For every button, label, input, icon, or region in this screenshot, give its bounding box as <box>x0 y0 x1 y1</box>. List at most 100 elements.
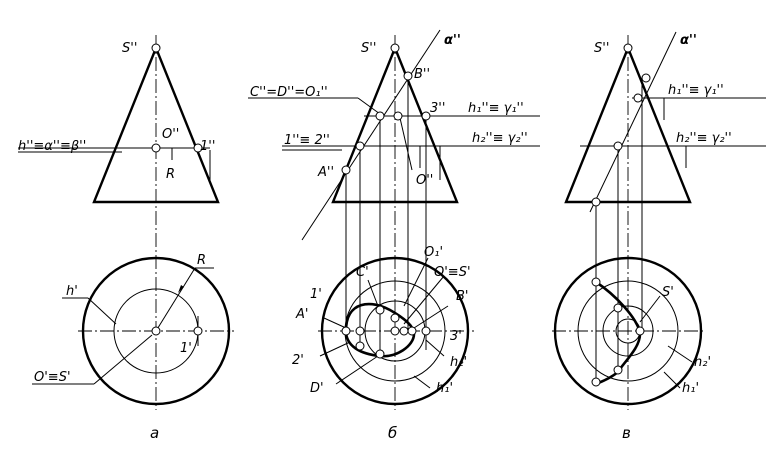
point-b2 <box>403 71 413 81</box>
label-h2g2: h₂''≡ γ₂'' <box>676 131 732 146</box>
2-leader <box>319 341 351 357</box>
label-o2: O'' <box>416 173 433 188</box>
point-1 <box>591 277 601 287</box>
point-1-top <box>193 326 203 336</box>
o2-leader <box>399 117 413 171</box>
point-5 <box>591 377 601 387</box>
b-leader <box>413 305 449 329</box>
cone-front-view <box>564 44 692 204</box>
view-a: S'' O'' 1'' h''≡α''≡β'' R R h' 1' O'≡S' … <box>18 35 234 442</box>
label-c1: C' <box>356 265 369 280</box>
point-4 <box>613 365 623 375</box>
h2-leader <box>425 339 445 357</box>
label-s1: S' <box>662 285 674 300</box>
c-leader <box>367 279 379 307</box>
label-1-1: 1' <box>310 287 322 302</box>
point-os1 <box>390 326 400 336</box>
point-base <box>591 197 601 207</box>
point-1-2 <box>355 141 365 151</box>
h2-leader <box>667 345 693 363</box>
caption-a: a <box>150 424 159 442</box>
point-top <box>641 73 651 83</box>
h1-leader <box>413 375 431 389</box>
label-h1g1: h₁''≡ γ₁'' <box>668 83 724 98</box>
label-a1: A' <box>295 307 308 322</box>
label-3-1: 3' <box>450 329 462 344</box>
label-r-top: R <box>197 253 206 268</box>
label-cdo: C''=D''=O₁'' <box>250 85 328 100</box>
label-b1: B' <box>456 289 469 304</box>
point-inner <box>399 326 409 336</box>
apex-point <box>390 43 400 53</box>
cone-base-circle <box>320 256 470 406</box>
label-1-2: 1'' <box>200 139 215 154</box>
point-o12 <box>393 111 403 121</box>
cdo-leader <box>357 97 381 115</box>
label-h11: h₁' <box>682 381 699 396</box>
view-b: S'' α'' B'' C''=D''=O₁'' 3'' h₁''≡ γ₁'' … <box>248 29 540 442</box>
label-s2: S'' <box>361 41 376 56</box>
label-h2g2: h₂''≡ γ₂'' <box>472 131 528 146</box>
cone-front-view <box>92 44 220 204</box>
label-alpha: α'' <box>680 33 697 48</box>
view-v: S'' α'' h₁''≡ γ₁'' h₂''≡ γ₂'' S' h₂' h₁'… <box>552 31 766 442</box>
label-b2: B'' <box>414 67 430 82</box>
label-a2: A'' <box>317 165 334 180</box>
label-h21: h₂' <box>694 355 711 370</box>
label-1-2-eq: 1''≡ 2'' <box>284 133 330 148</box>
label-s2: S'' <box>122 41 137 56</box>
label-s2: S'' <box>594 41 609 56</box>
s-leader <box>639 295 661 323</box>
point-b1 <box>407 326 417 336</box>
arrow-head <box>178 285 184 293</box>
label-d1: D' <box>310 381 324 396</box>
h1-leader <box>663 371 681 389</box>
label-os1: O'≡S' <box>434 265 471 280</box>
cone-base-circle <box>553 256 703 406</box>
point-3 <box>635 326 645 336</box>
point-3-2 <box>421 111 431 121</box>
point-1-front <box>193 143 203 153</box>
label-h21: h₂' <box>450 355 467 370</box>
label-h-plane: h''≡α''≡β'' <box>18 139 86 154</box>
label-o11: O₁' <box>424 245 443 260</box>
point-d1 <box>375 349 385 359</box>
o-point <box>151 143 161 153</box>
apex-point <box>151 43 161 53</box>
section-circle-h2 <box>577 280 679 382</box>
point-h1 <box>633 93 643 103</box>
plane-alpha <box>301 29 441 241</box>
label-alpha: α'' <box>444 33 461 48</box>
point-1-1 <box>355 326 365 336</box>
label-h1: h' <box>66 284 78 299</box>
point-a1 <box>341 326 351 336</box>
radius-leader <box>155 267 196 332</box>
label-2-1: 2' <box>292 353 304 368</box>
label-o2: O'' <box>162 127 179 142</box>
point-c1 <box>375 305 385 315</box>
os-leader <box>93 334 153 385</box>
os-leader <box>403 275 445 325</box>
caption-v: в <box>622 424 631 442</box>
section-curve <box>595 280 642 386</box>
label-r-front: R <box>166 167 175 182</box>
point-o11 <box>390 313 400 323</box>
point-h2 <box>613 141 623 151</box>
point-3-1 <box>421 326 431 336</box>
apex-point <box>623 43 633 53</box>
center-point <box>151 326 161 336</box>
o11-leader <box>403 257 429 307</box>
cone-base-circle <box>81 256 231 406</box>
section-circle-h1 <box>602 305 654 357</box>
label-os1: O'≡S' <box>34 370 71 385</box>
point-a2 <box>341 165 351 175</box>
label-h11: h₁' <box>436 381 453 396</box>
caption-b: б <box>388 424 397 442</box>
point-c2 <box>375 111 385 121</box>
label-3-2: 3'' <box>430 101 445 116</box>
point-2-1 <box>355 341 365 351</box>
d-leader <box>335 355 379 385</box>
plane-alpha <box>589 31 677 213</box>
h1-leader <box>87 297 117 325</box>
